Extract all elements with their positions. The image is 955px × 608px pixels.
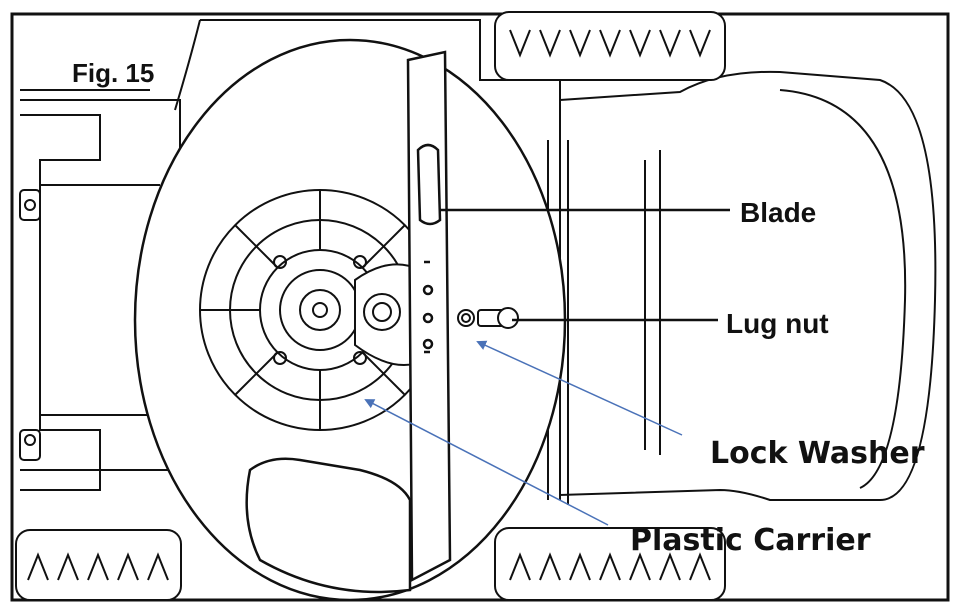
blade-label: Blade [740, 197, 816, 228]
lug-nut-label: Lug nut [726, 308, 829, 339]
lock-washer-arrow [476, 340, 683, 436]
lock-washer-label: Lock Washer [710, 436, 925, 471]
figure-frame [10, 12, 950, 602]
blade-fan-assembly [199, 189, 441, 431]
blade [406, 50, 452, 583]
figure-caption: Fig. 15 [72, 58, 154, 88]
wheel-top-right [494, 11, 726, 81]
wheel-top-left [20, 89, 150, 101]
wheel-bottom-left [15, 529, 182, 601]
wheel-bottom-right [494, 527, 726, 601]
plastic-carrier-arrow [364, 399, 609, 526]
plastic-carrier-label: Plastic Carrier [630, 523, 871, 558]
lug-nut-assembly [457, 307, 519, 329]
